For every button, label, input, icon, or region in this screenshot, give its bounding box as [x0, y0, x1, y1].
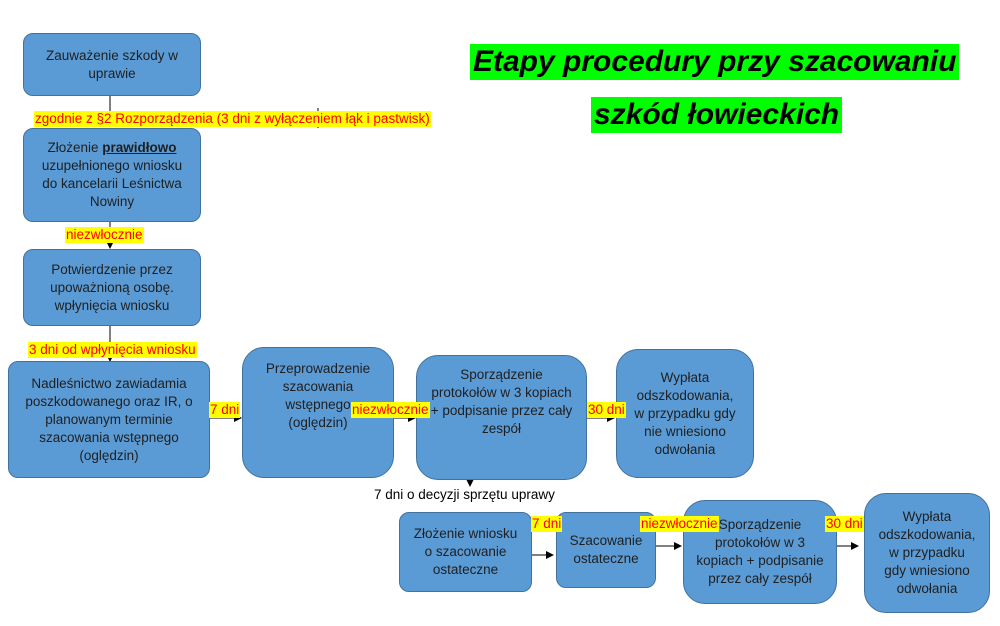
step-protocols-final: Sporządzenie protokołów w 3 kopiach + po… [683, 500, 837, 604]
label-7-days-1: 7 dni [209, 402, 241, 418]
step-final-assessment-request: Złożenie wniosku o szacowanie ostateczne [399, 512, 532, 592]
b2-text-pre: Złożenie [47, 140, 103, 155]
step-payout-appeal: Wypłata odszkodowania, w przypadku gdy w… [864, 493, 990, 613]
label-immediately-2: niezwłocznie [351, 402, 430, 418]
label-3-days: 3 dni od wpłynięcia wniosku [28, 342, 197, 358]
step-submit-application: Złożenie prawidłowo uzupełnionego wniosk… [23, 128, 201, 222]
step-payout-no-appeal: Wypłata odszkodowania, w przypadku gdy n… [616, 349, 754, 478]
label-7-days-2: 7 dni [531, 516, 563, 532]
label-regulation: zgodnie z §2 Rozporządzenia (3 dni z wył… [34, 111, 431, 127]
b2-text-post: uzupełnionego wniosku do kancelarii Leśn… [41, 158, 183, 209]
title-line-1: Etapy procedury przy szacowaniu [470, 44, 960, 80]
step-damage-noticed: Zauważenie szkody w uprawie [23, 33, 201, 96]
step-final-assessment: Szacowanie ostateczne [556, 512, 656, 588]
step-protocols-preliminary: Sporządzenie protokołów w 3 kopiach + po… [416, 355, 587, 480]
label-30-days-2: 30 dni [825, 516, 864, 532]
label-7-days-decision: 7 dni o decyzji sprzętu uprawy [374, 487, 555, 502]
step-confirmation: Potwierdzenie przez upoważnioną osobę. w… [23, 249, 201, 326]
label-30-days-1: 30 dni [587, 402, 626, 418]
label-immediately-1: niezwłocznie [65, 227, 144, 243]
step-forestry-notifies: Nadleśnictwo zawiadamia poszkodowanego o… [8, 361, 210, 478]
title-line-2: szkód łowieckich [591, 97, 843, 133]
label-immediately-3: niezwłocznie [640, 516, 719, 532]
b2-text-bold: prawidłowo [102, 140, 177, 155]
